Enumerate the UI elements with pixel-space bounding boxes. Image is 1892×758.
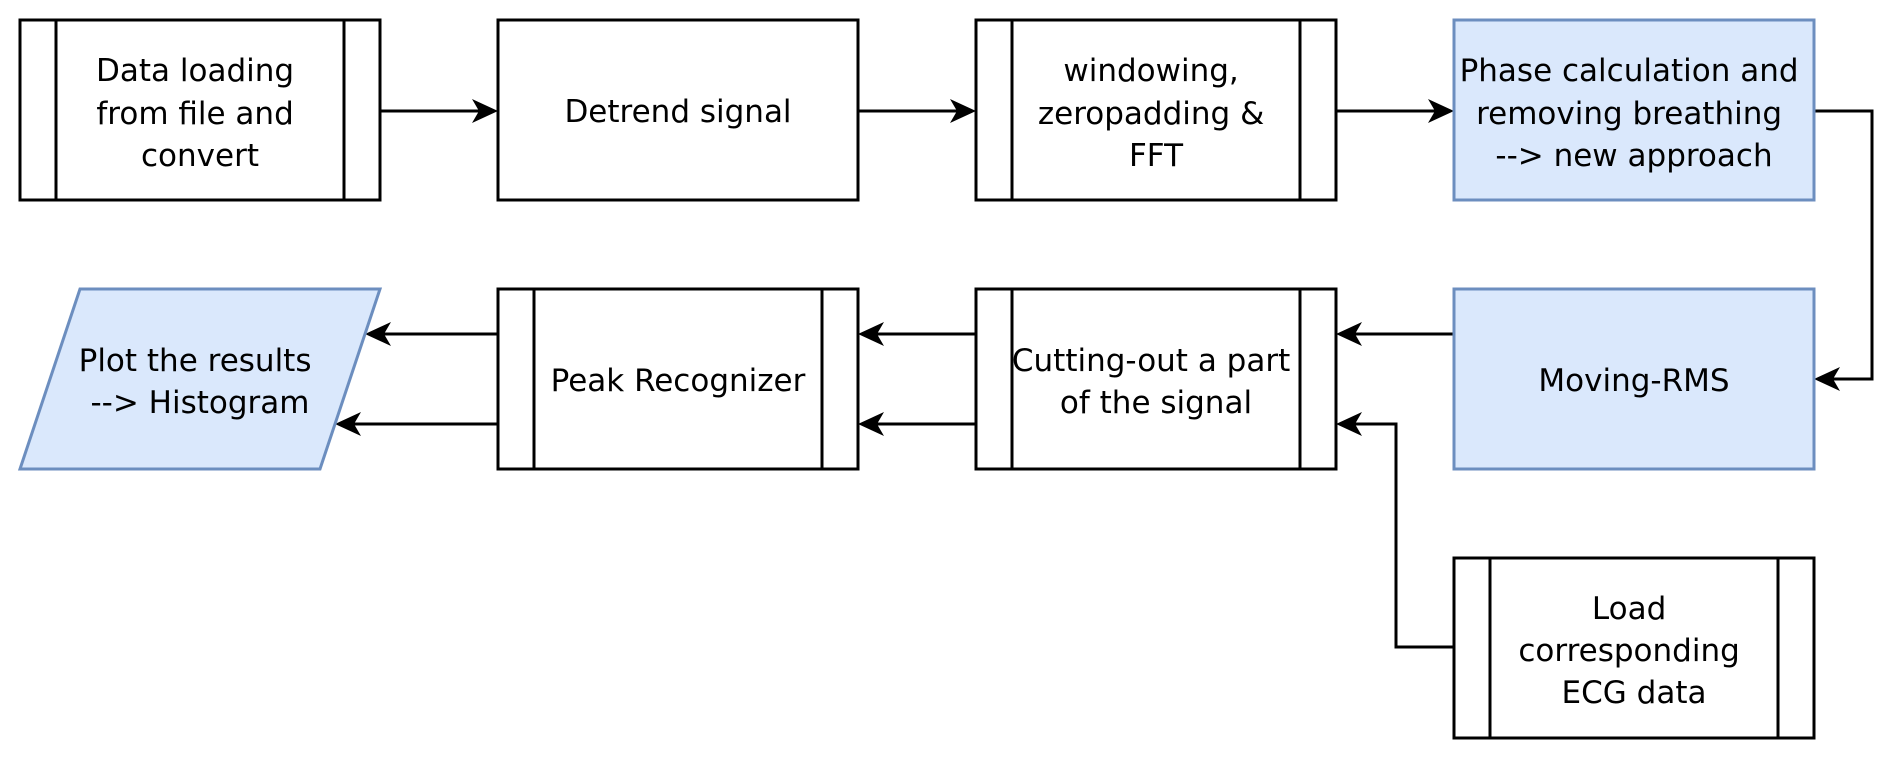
node-load-ecg-label: Load corresponding ECG data <box>1518 591 1749 711</box>
node-detrend-label: Detrend signal <box>564 94 791 130</box>
node-plot-results-line-1: Plot the results <box>79 343 312 379</box>
edge-detrend-to-windowing <box>858 99 976 123</box>
node-phase-calc: Phase calculation and removing breathing… <box>1452 18 1816 202</box>
node-moving-rms: Moving-RMS <box>1452 287 1816 471</box>
edge-phase-calc-to-moving-rms <box>1814 109 1874 391</box>
node-data-loading-line-1: Data loading <box>96 53 294 89</box>
node-detrend-line-1: Detrend signal <box>564 94 791 130</box>
node-cutting-out-line-1: Cutting-out a part <box>1012 343 1290 379</box>
node-peak-recognizer-line-1: Peak Recognizer <box>551 363 806 399</box>
edge-moving-rms-to-cutting-out <box>1336 322 1454 346</box>
node-windowing-line-2: zeropadding & <box>1038 96 1264 132</box>
node-load-ecg-line-1: Load <box>1592 591 1666 627</box>
node-phase-calc-label: Phase calculation and removing breathing… <box>1460 53 1809 174</box>
node-cutting-out: Cutting-out a part of the signal <box>974 287 1338 471</box>
edges <box>335 99 1874 649</box>
node-plot-results-line-2: --> Histogram <box>90 385 309 421</box>
node-load-ecg-line-2: corresponding <box>1518 633 1739 669</box>
node-cutting-out-line-2: of the signal <box>1060 385 1252 421</box>
edge-peak-recognizer-to-plot-upper <box>365 322 498 346</box>
node-data-loading-label: Data loading from file and convert <box>96 53 304 174</box>
node-phase-calc-line-2: removing breathing <box>1476 96 1782 132</box>
edge-cutting-out-to-peak-recognizer-lower <box>858 412 976 436</box>
edge-peak-recognizer-to-plot-lower <box>335 412 498 436</box>
node-windowing: windowing, zeropadding & FFT <box>974 18 1338 202</box>
edge-cutting-out-to-peak-recognizer-upper <box>858 322 976 346</box>
node-plot-results: Plot the results --> Histogram <box>17 287 383 471</box>
node-peak-recognizer-label: Peak Recognizer <box>551 363 806 399</box>
edge-data-loading-to-detrend <box>380 99 498 123</box>
node-windowing-line-1: windowing, <box>1063 53 1238 89</box>
node-data-loading: Data loading from file and convert <box>18 18 382 202</box>
node-moving-rms-label: Moving-RMS <box>1538 363 1729 399</box>
node-windowing-label: windowing, zeropadding & FFT <box>1038 53 1274 174</box>
node-data-loading-line-2: from file and <box>96 96 293 132</box>
node-phase-calc-line-3: --> new approach <box>1495 138 1772 174</box>
node-load-ecg-line-3: ECG data <box>1562 675 1707 711</box>
node-peak-recognizer: Peak Recognizer <box>496 287 860 471</box>
node-plot-results-label: Plot the results --> Histogram <box>79 343 322 421</box>
node-load-ecg: Load corresponding ECG data <box>1452 556 1816 740</box>
node-windowing-line-3: FFT <box>1129 138 1184 174</box>
edge-windowing-to-phase-calc <box>1336 99 1454 123</box>
node-detrend: Detrend signal <box>496 18 860 202</box>
node-data-loading-line-3: convert <box>141 138 259 174</box>
node-phase-calc-line-1: Phase calculation and <box>1460 53 1799 89</box>
node-cutting-out-label: Cutting-out a part of the signal <box>1012 343 1300 421</box>
edge-load-ecg-to-cutting-out <box>1336 412 1454 649</box>
node-moving-rms-line-1: Moving-RMS <box>1538 363 1729 399</box>
